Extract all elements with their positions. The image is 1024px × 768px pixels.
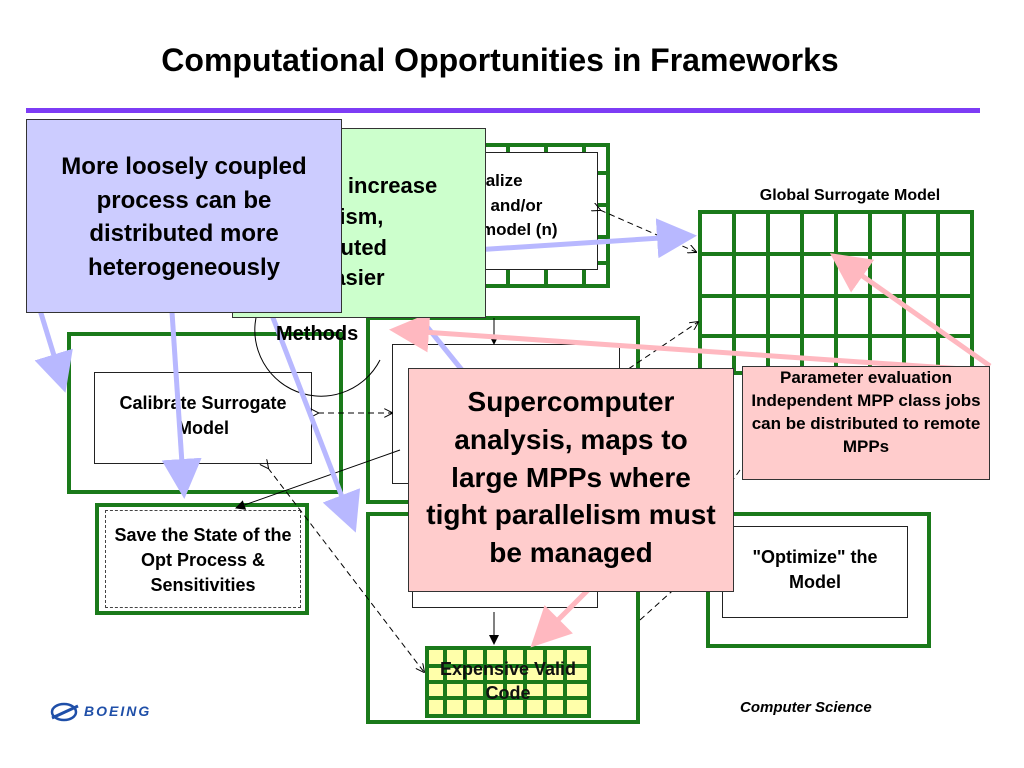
expensive-grid: [425, 646, 591, 718]
boeing-wordmark: BOEING: [84, 703, 152, 719]
initialize-line-1: ialize: [481, 171, 523, 190]
optimize-box: "Optimize" the Model: [722, 526, 908, 618]
slide-title: Computational Opportunities in Framework…: [161, 42, 839, 78]
footer-computer-science: Computer Science: [740, 699, 872, 716]
global-surrogate-label: Global Surrogate Model: [759, 187, 941, 204]
calibrate-box: Calibrate Surrogate Model: [94, 372, 312, 464]
boeing-symbol-icon: [50, 702, 79, 722]
supercomputer-callout: Supercomputer analysis, maps to large MP…: [408, 368, 734, 592]
loosely-coupled-callout: More loosely coupled process can be dist…: [26, 119, 342, 313]
initialize-line-2: l and/or: [481, 195, 543, 215]
boeing-logo: BOEING: [48, 700, 198, 724]
initialize-line-3: model (n): [481, 220, 558, 240]
parameter-callout: Parameter evaluation Independent MPP cla…: [742, 366, 990, 480]
expensive-label: Expensive Valid Code: [439, 659, 577, 704]
title-rule: [26, 108, 980, 113]
methods-label: Methods: [276, 323, 359, 345]
